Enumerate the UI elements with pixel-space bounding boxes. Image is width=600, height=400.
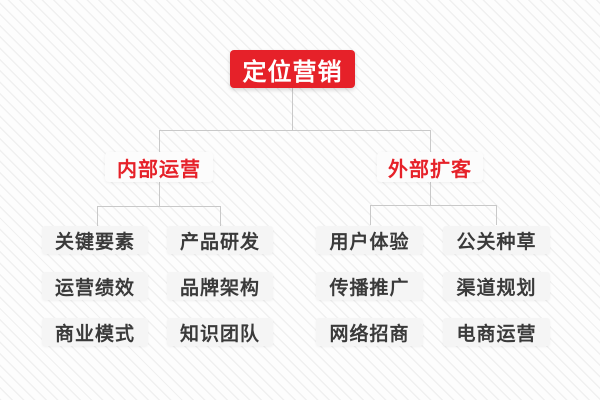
connector-branch2-drop bbox=[430, 130, 431, 152]
connector-branch2-vertical bbox=[430, 182, 431, 205]
connector-branch1-drop bbox=[159, 130, 160, 152]
connector-root-horizontal bbox=[159, 130, 431, 131]
leaf-node: 网络招商 bbox=[316, 318, 423, 346]
leaf-node: 品牌架构 bbox=[167, 272, 273, 300]
leaf-node: 公关种草 bbox=[443, 226, 550, 254]
branch-node-internal-operations: 内部运营 bbox=[105, 152, 213, 182]
connector-branch1-horizontal bbox=[97, 206, 221, 207]
leaf-node: 用户体验 bbox=[316, 226, 423, 254]
leaf-node: 商业模式 bbox=[42, 318, 148, 346]
connector-branch2-child1-drop bbox=[370, 205, 371, 225]
connector-branch2-child2-drop bbox=[496, 205, 497, 225]
connector-root-vertical bbox=[292, 88, 293, 130]
leaf-node: 产品研发 bbox=[167, 226, 273, 254]
branch-node-external-expansion: 外部扩客 bbox=[377, 152, 483, 182]
leaf-node: 运营绩效 bbox=[42, 272, 148, 300]
root-node: 定位营销 bbox=[230, 50, 355, 88]
connector-branch1-child2-drop bbox=[220, 206, 221, 226]
leaf-node: 关键要素 bbox=[42, 226, 148, 254]
connector-branch1-vertical bbox=[159, 182, 160, 206]
connector-branch2-horizontal bbox=[370, 205, 497, 206]
connector-branch1-child1-drop bbox=[97, 206, 98, 226]
leaf-node: 知识团队 bbox=[167, 318, 273, 346]
leaf-node: 传播推广 bbox=[316, 272, 423, 300]
leaf-node: 电商运营 bbox=[443, 318, 550, 346]
leaf-node: 渠道规划 bbox=[443, 272, 550, 300]
